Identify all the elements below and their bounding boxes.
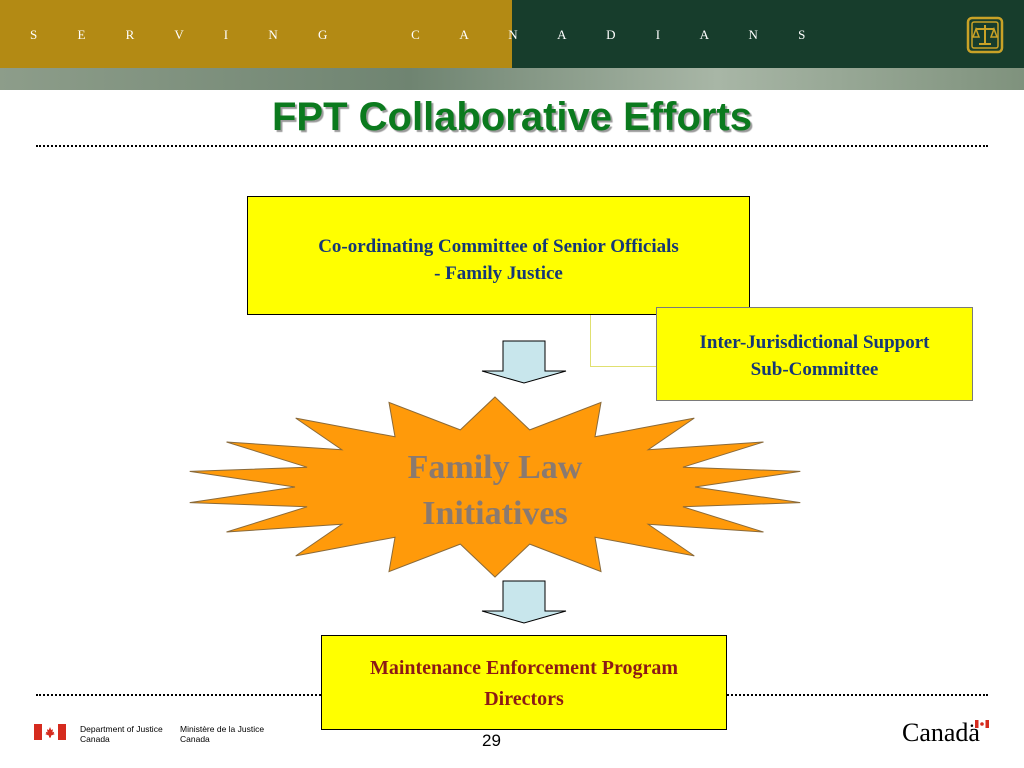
canada-wordmark: Canadä — [902, 718, 980, 747]
down-arrow-top — [481, 340, 567, 384]
family-law-initiatives-label: Family Law Initiatives — [370, 445, 620, 537]
initiatives-starburst — [189, 396, 801, 578]
wordmark-flag-icon — [975, 720, 989, 728]
department-name-french: Ministère de la Justice Canada — [180, 724, 265, 744]
header-texture-band — [0, 68, 1024, 90]
program-line1: Maintenance Enforcement Program — [369, 657, 679, 679]
committee-line1: Co-ordinating Committee of Senior Offici… — [318, 236, 679, 257]
page-number: 29 — [482, 731, 501, 750]
down-arrow-bottom — [481, 580, 567, 624]
scales-of-justice-icon — [966, 16, 1004, 54]
program-line2: Directors — [484, 688, 564, 710]
subcommittee-line1: Inter-Jurisdictional Support — [699, 332, 930, 353]
serving-canadians-text: S E R V I N G C A N A D I A N S — [30, 27, 824, 42]
subcommittee-line2: Sub-Committee — [750, 359, 879, 380]
coordinating-committee-box: Co-ordinating Committee of Senior Offici… — [247, 196, 750, 315]
subcommittee-connector — [590, 315, 656, 367]
initiatives-line1: Family Law — [407, 449, 583, 486]
committee-line2: - Family Justice — [434, 263, 563, 284]
maintenance-enforcement-box: Maintenance Enforcement Program Director… — [321, 635, 727, 730]
header-banner: S E R V I N G C A N A D I A N S — [0, 0, 1024, 90]
header-gold-panel — [0, 0, 512, 68]
title-divider — [36, 145, 988, 147]
canada-flag-icon — [34, 724, 66, 740]
department-name-english: Department of Justice Canada — [80, 724, 163, 744]
initiatives-line2: Initiatives — [422, 495, 568, 532]
slide-title: FPT Collaborative Efforts — [271, 95, 753, 139]
inter-jurisdictional-subcommittee-box: Inter-Jurisdictional Support Sub-Committ… — [656, 307, 973, 401]
header-green-panel — [512, 0, 1024, 68]
